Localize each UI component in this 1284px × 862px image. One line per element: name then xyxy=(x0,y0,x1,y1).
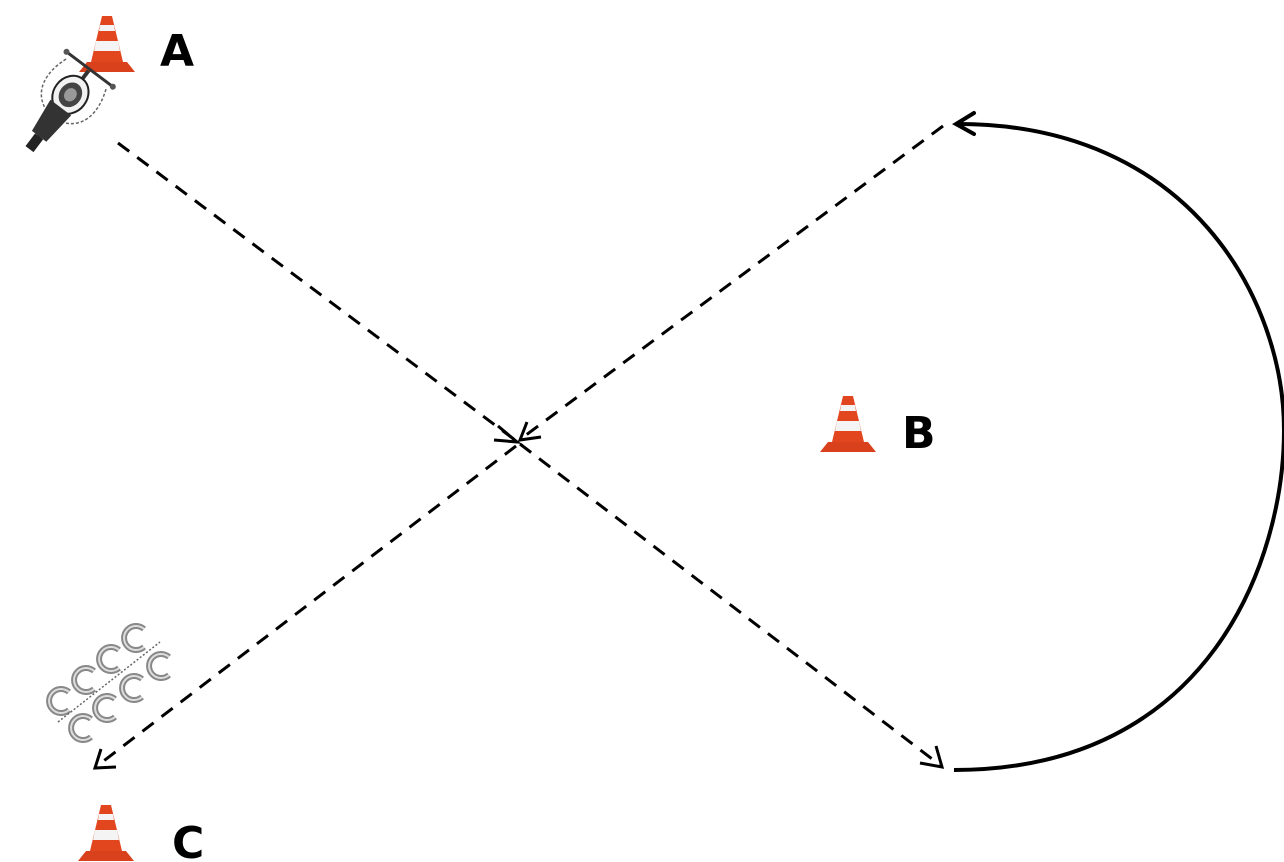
tire-stack-icon xyxy=(49,626,169,740)
traffic-cone-icon xyxy=(79,16,135,72)
point-label-b: B xyxy=(902,408,936,459)
traffic-cone-icon xyxy=(820,396,876,452)
point-label-c: C xyxy=(172,818,204,862)
traffic-cone-icon xyxy=(78,805,134,861)
u-turn-arc xyxy=(952,111,1284,772)
path-center-to-lower-right xyxy=(519,442,945,769)
path-center-to-c xyxy=(92,444,517,770)
path-upper-right-to-center xyxy=(517,124,944,442)
motorcycle-icon xyxy=(25,48,116,153)
point-label-a: A xyxy=(160,26,194,77)
path-a-to-center xyxy=(117,141,522,444)
